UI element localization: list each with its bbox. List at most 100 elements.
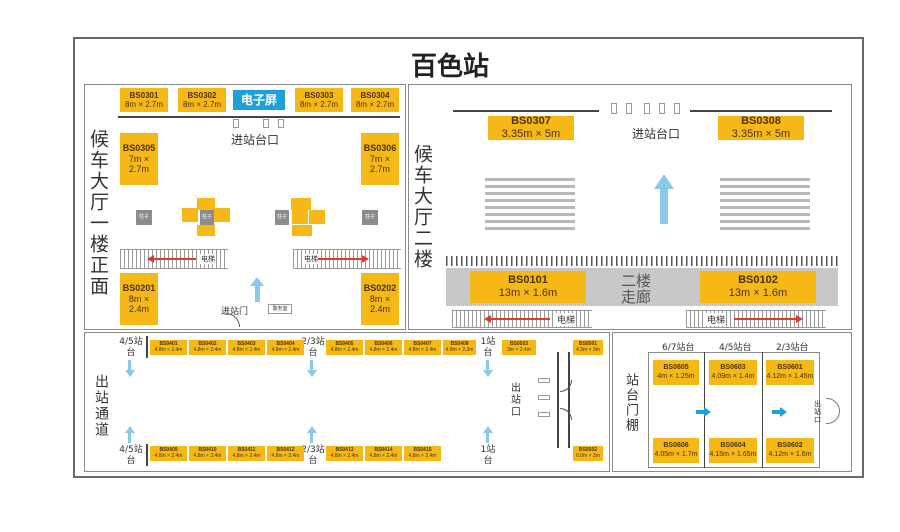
ad-size: 13m × 1.6m [728, 287, 788, 299]
ad-size: 4.09m × 1.4m [711, 372, 755, 380]
ad-code: BS0302 [187, 90, 217, 100]
ad-code: BS0601 [777, 364, 803, 372]
small-ad-cluster [292, 210, 308, 224]
ad-size: 4.8m × 2.4m [369, 346, 398, 353]
ad-size: 8m × 2.7m [182, 100, 221, 109]
ad-code: BS0501 [578, 340, 598, 347]
hall2-wall-line [453, 110, 599, 112]
canopy-platform-23: 2/3站台 [776, 343, 809, 353]
small-ad-cluster [214, 208, 230, 222]
exit-wall-line [557, 352, 559, 448]
hall1-label: 候车大厅一楼正面 [87, 129, 109, 297]
gate-turnstile [538, 378, 550, 383]
arrow-down-icon [486, 360, 489, 370]
ad-size: 4.8m × 2.4m [271, 346, 300, 353]
exit-wall-line [146, 336, 148, 358]
arrow-right-icon [796, 315, 803, 323]
canopy-platform-45: 4/5站台 [719, 343, 752, 353]
ad-code: BS0411 [237, 446, 256, 453]
ad-size: 4.8m × 2.4m [154, 346, 183, 353]
arrow-right-icon [318, 258, 362, 260]
map-title: 百色站 [410, 52, 489, 82]
gate-turnstile [538, 395, 550, 400]
arrow-right-icon [780, 407, 787, 417]
hall1-wall-line [118, 116, 400, 118]
arrow-up-icon [486, 433, 489, 443]
arrow-down-icon [310, 360, 313, 370]
railing [446, 256, 838, 266]
hall2-wall-line [690, 110, 832, 112]
ad-code: BS0413 [335, 446, 354, 453]
canopy-inner [648, 352, 820, 468]
seating-area [485, 178, 575, 230]
ad-size: 6.0m × 3m [576, 452, 600, 459]
ad-size: 8m × 2.7m [355, 100, 394, 109]
ad-code: BS0405 [335, 340, 354, 347]
arrow-left-icon [147, 255, 154, 263]
pillar: 柱子 [200, 210, 214, 225]
small-ad-cluster [292, 225, 312, 236]
ad-size: 4.8m × 2.4m [408, 346, 437, 353]
arrow-left-icon [484, 315, 491, 323]
arrow-right-icon [696, 410, 704, 414]
ad-size: 7m × 2.7m [128, 153, 150, 175]
exit-wall-line [568, 352, 570, 448]
ad-size: 4.3m × 3m [576, 346, 600, 353]
arrow-up-icon [125, 426, 135, 433]
gate-turnstile [538, 412, 550, 417]
gate-turnstile [626, 103, 632, 114]
gate-turnstile [611, 103, 617, 114]
ad-size: 4.8m × 2.4m [330, 452, 359, 459]
ad-code: BS0407 [413, 340, 432, 347]
platform-mark-23: 2/3站台 [301, 337, 325, 358]
arrow-down-icon [125, 370, 135, 377]
arrow-down-icon [128, 360, 131, 370]
ad-code: BS0305 [122, 143, 156, 154]
platform-mark-1: 1站台 [480, 445, 496, 466]
ad-size: 4.8m × 2.4m [154, 452, 183, 459]
small-ad-cluster [197, 198, 215, 210]
ad-size: 8m × 2.4m [128, 293, 150, 315]
arrow-down-icon [307, 370, 317, 377]
gate-turnstile [278, 119, 284, 128]
arrow-right-icon [704, 407, 711, 417]
ad-code: BS0406 [374, 340, 393, 347]
ad-code: BS0412 [276, 446, 295, 453]
